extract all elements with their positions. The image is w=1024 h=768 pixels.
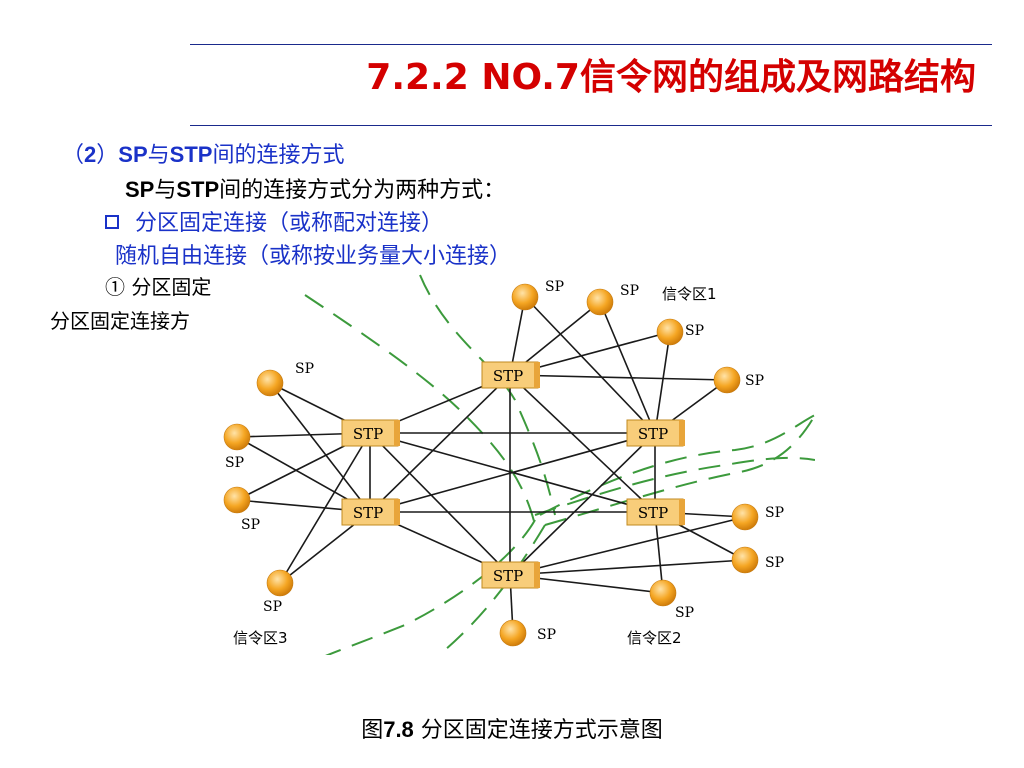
signaling-link [509,374,728,381]
zone-boundary-line [534,456,815,516]
section-paren-close: ） [96,143,119,168]
sp-node [656,318,684,346]
stp-node: STP [626,498,685,526]
section-rest: 间的连接方式 [212,143,345,168]
signaling-nodes: STP STP STP STP STP STP [223,283,759,647]
sp-label: SP [620,283,639,299]
sp-label: SP [765,505,784,521]
signaling-link [279,432,371,584]
option-random-text: 随机自由连接（或称按业务量大小连接） [115,244,512,269]
option-fixed-text: 分区固定连接（或称配对连接） [135,211,444,236]
sp-label: SP [225,455,244,471]
caption-text: 分区固定连接方式示意图 [413,718,663,743]
zone-boundary-line [544,414,815,526]
intro-line: SP与STP间的连接方式分为两种方式： [125,172,505,204]
signaling-link [509,559,746,576]
sp-label: SP [545,279,564,295]
option-random: 随机自由连接（或称按业务量大小连接） [115,238,511,270]
sp-node [713,366,741,394]
intro-rest: 间的连接方式分为两种方式： [219,178,506,203]
sp-label: SP [765,555,784,571]
sp-label: SP [263,599,282,615]
title-rule-top [190,44,992,45]
zone2-label: 信令区2 [627,629,682,647]
intro-stp: STP [176,177,220,202]
section-heading: （2）SP与STP间的连接方式 [62,137,344,169]
title-number: 7.2.2 NO.7 [366,57,580,98]
stp-node: STP [481,561,540,589]
figure-caption: 图7.8 分区固定连接方式示意图 [0,712,1024,744]
option-fixed: 分区固定连接（或称配对连接） [105,205,443,237]
stp-node: STP [341,498,400,526]
sp-node [256,369,284,397]
title-rule-bottom [190,125,992,126]
section-conj: 与 [147,143,170,168]
slide-title: 7.2.2 NO.7信令网的组成及网路结构 [366,48,976,100]
caption-number: 7.8 [383,717,414,742]
sp-label: SP [537,627,556,643]
stp-node: STP [341,419,400,447]
section-number: 2 [84,142,97,167]
signaling-link [524,296,656,434]
sp-label: SP [675,605,694,621]
section-paren-open: （ [62,143,85,168]
signaling-link [654,331,671,434]
zone-boundaries [304,274,815,655]
sp-node [223,486,251,514]
stp-label: STP [638,425,668,443]
stp-label: STP [493,367,523,385]
zone3-label: 信令区3 [233,629,288,647]
stp-node: STP [626,419,685,447]
sp-node [266,569,294,597]
sp-node [731,546,759,574]
signaling-link [599,301,656,434]
sp-node [649,579,677,607]
sp-node [511,283,539,311]
stp-label: STP [493,567,523,585]
zone-boundary-line [539,414,815,516]
stp-label: STP [638,504,668,522]
zone1-label: 信令区1 [662,285,717,303]
square-bullet-icon [105,215,119,229]
zone-boundary-line [444,524,546,651]
section-stp: STP [169,142,213,167]
signaling-link [369,374,511,513]
section-sp: SP [118,142,148,167]
sp-node [499,619,527,647]
sp-label: SP [295,361,314,377]
signaling-link [509,432,656,576]
signaling-link [369,432,656,513]
sp-node [223,423,251,451]
zone-boundary-line [325,519,536,655]
zone-boundary-line [304,294,536,526]
title-text: 信令网的组成及网路结构 [579,56,976,98]
caption-fig: 图 [361,718,384,743]
sub-point-2: 分区固定连接方 [50,309,190,333]
sp-label: SP [745,373,764,389]
stp-label: STP [353,425,383,443]
signaling-link [509,374,656,513]
stp-node: STP [481,361,540,389]
signaling-link [269,382,371,513]
intro-conj: 与 [154,178,177,203]
zone-boundary-line [419,274,556,516]
sp-label: SP [241,517,260,533]
sub-point-1: ① 分区固定 [105,275,212,299]
sp-label: SP [685,323,704,339]
intro-sp: SP [125,177,155,202]
signaling-link [369,432,511,576]
signaling-link [509,516,746,576]
sp-node [586,288,614,316]
diagram-labels: SP SP SP SP SP SP SP SP SP SP SP SP 信令区1 信令区3 信令区2 [225,279,784,647]
sp-node [731,503,759,531]
stp-label: STP [353,504,383,522]
